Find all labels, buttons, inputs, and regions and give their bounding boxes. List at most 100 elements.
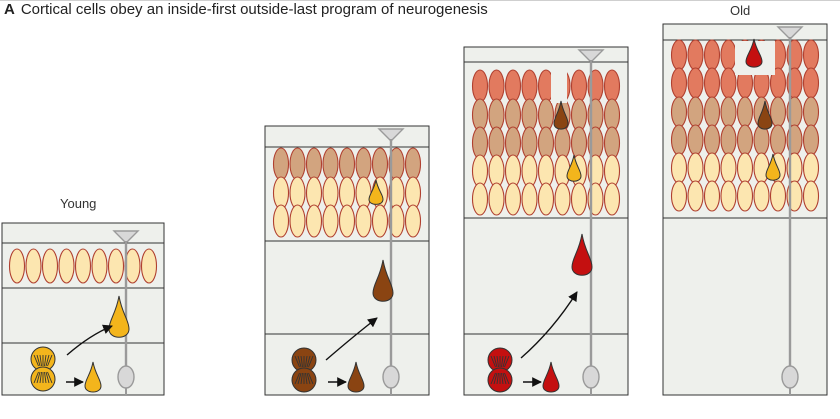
chromosome: [490, 355, 496, 368]
migrating-neuron: [108, 295, 130, 338]
cortical-neuron: [769, 180, 787, 212]
cortical-neuron: [272, 147, 290, 181]
cortical-neuron: [471, 154, 489, 188]
cortical-neuron: [305, 204, 323, 238]
settled-yellow-neuron: [566, 154, 582, 182]
chromosome: [39, 371, 42, 384]
cortical-neuron: [404, 176, 422, 210]
cortical-neuron: [720, 124, 737, 156]
chromosome: [47, 354, 53, 367]
cortical-neuron: [504, 126, 522, 160]
cortical-neuron: [603, 154, 621, 188]
panel-old: [662, 23, 828, 396]
cortical-neuron: [802, 96, 820, 128]
chromosome: [306, 372, 311, 385]
cortical-neuron: [322, 147, 339, 181]
chromosome: [33, 371, 39, 384]
cortical-neuron: [124, 248, 141, 284]
radial-glia-endfoot: [112, 230, 140, 244]
cortical-neuron: [471, 69, 489, 103]
cortical-neuron: [272, 176, 290, 210]
chromosome: [496, 355, 499, 368]
radial-glia-soma: [582, 365, 600, 389]
cortical-neuron: [504, 98, 522, 132]
migration-arrow: [66, 324, 113, 356]
chromosome: [493, 372, 498, 385]
cortical-neuron: [670, 180, 688, 212]
cortical-neuron: [687, 180, 704, 212]
dividing-progenitor: [30, 346, 56, 392]
cortical-neuron: [670, 39, 688, 71]
cortical-neuron: [670, 67, 688, 99]
cortical-neuron: [388, 204, 405, 238]
cortical-neuron: [554, 182, 571, 216]
chromosome: [45, 354, 50, 367]
cortical-neuron: [289, 176, 306, 210]
radial-glia-soma: [117, 365, 135, 389]
cortical-neuron: [537, 126, 555, 160]
cortical-neuron: [736, 96, 754, 128]
cortical-neuron: [703, 124, 721, 156]
chromosome: [36, 354, 41, 367]
cortical-neuron: [371, 204, 389, 238]
cortical-neuron: [355, 147, 372, 181]
cortical-neuron: [521, 126, 538, 160]
chromosome: [502, 372, 507, 385]
cortical-neuron: [74, 248, 92, 284]
cortical-neuron: [753, 124, 770, 156]
chromosome: [305, 355, 308, 368]
cortical-neuron: [570, 69, 588, 103]
cortical-neuron: [720, 96, 737, 128]
cortical-neuron: [338, 176, 356, 210]
cortical-neuron: [570, 126, 588, 160]
cortical-neuron: [720, 180, 737, 212]
chromosome: [300, 372, 303, 385]
young-stage-label: Young: [60, 196, 97, 211]
cortical-neuron: [736, 152, 754, 184]
cortical-neuron: [272, 204, 290, 238]
cortical-neuron: [305, 176, 323, 210]
cortical-neuron: [570, 182, 588, 216]
cortical-neuron: [91, 248, 108, 284]
radial-glia-endfoot: [776, 26, 804, 40]
cortical-neuron: [338, 204, 356, 238]
cortical-neuron: [802, 67, 820, 99]
radial-glia-soma: [781, 365, 799, 389]
chromosome: [294, 372, 300, 385]
cortical-neuron: [305, 147, 323, 181]
radial-glia: [377, 128, 405, 395]
cortical-neuron: [471, 182, 489, 216]
cortical-neuron: [687, 39, 704, 71]
chromosome: [300, 355, 303, 368]
cortical-neuron: [488, 69, 505, 103]
chromosome: [44, 371, 47, 384]
cortical-neuron: [322, 204, 339, 238]
dividing-progenitor: [487, 347, 513, 393]
chromosome: [504, 355, 510, 368]
radial-glia: [577, 49, 605, 395]
cortical-neuron: [753, 180, 770, 212]
cortical-neuron: [670, 124, 688, 156]
chromosome: [45, 371, 50, 384]
cortical-neuron: [488, 98, 505, 132]
panel-letter: A: [4, 1, 15, 18]
cortical-neuron: [603, 98, 621, 132]
cortical-neuron: [802, 124, 820, 156]
panel-stage-3: [463, 46, 629, 396]
newborn-neuron: [84, 361, 102, 393]
cortical-neuron: [338, 147, 356, 181]
cortical-neuron: [537, 154, 555, 188]
cortical-neuron: [736, 124, 754, 156]
cortical-neuron: [769, 124, 787, 156]
cortical-neuron: [703, 152, 721, 184]
radial-glia: [776, 26, 804, 395]
settled-yellow-neuron: [765, 153, 781, 181]
old-stage-label: Old: [730, 3, 751, 18]
cortical-neuron: [521, 182, 538, 216]
chromosome: [501, 355, 504, 368]
migrating-neuron: [372, 259, 394, 302]
cortical-neuron: [41, 248, 59, 284]
chromosome: [36, 371, 41, 384]
migration-arrow: [325, 317, 378, 361]
